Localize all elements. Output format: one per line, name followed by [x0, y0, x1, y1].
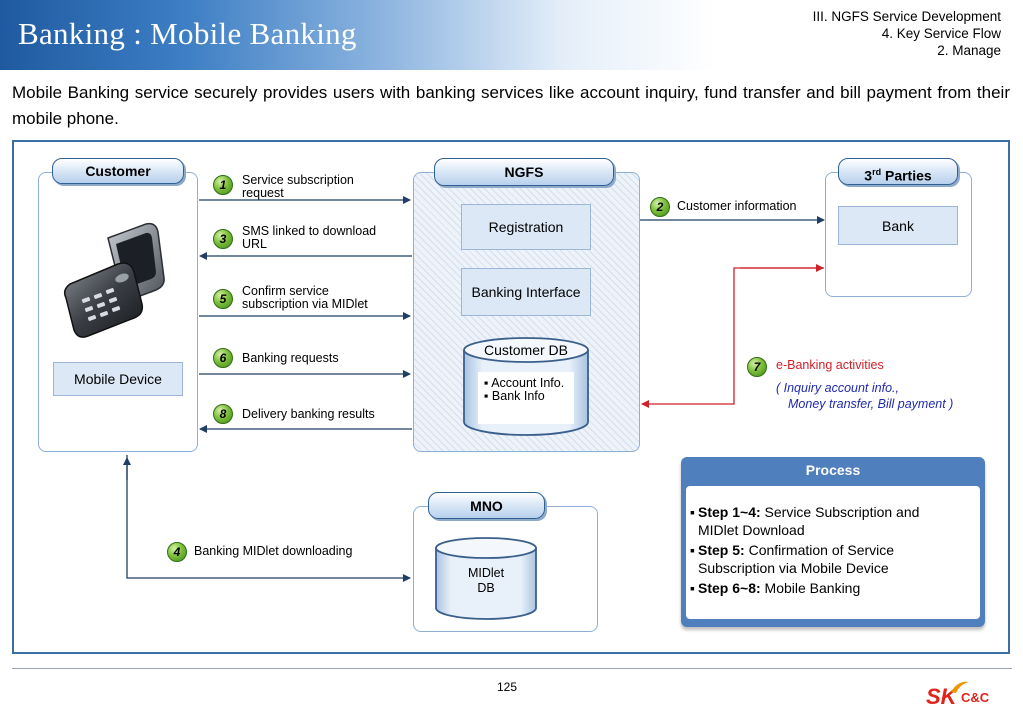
breadcrumb-level-3: 2. Manage — [937, 43, 1001, 58]
bank-box: Bank — [838, 206, 958, 245]
customer-title: Customer — [52, 158, 184, 184]
intro-paragraph: Mobile Banking service securely provides… — [12, 83, 1010, 128]
flow-label-8: Delivery banking results — [242, 407, 375, 421]
company-logo: SK — [926, 684, 957, 709]
arrow-4 — [126, 455, 411, 582]
customer-db-items: ▪ Account Info. ▪ Bank Info — [484, 377, 564, 403]
registration-box: Registration — [461, 204, 591, 250]
mobile-phone-icon — [63, 222, 165, 338]
step-badge-7: 7 — [747, 357, 767, 377]
ngfs-title: NGFS — [434, 158, 614, 186]
process-step-1: ▪Step 1~4: Service Subscription and MIDl… — [690, 504, 920, 538]
customer-db-item: ▪ Account Info. — [484, 376, 565, 390]
step-badge-8: 8 — [213, 404, 233, 424]
mno-title: MNO — [428, 492, 545, 519]
flow-label-2: Customer information — [677, 199, 797, 213]
step-badge-6: 6 — [213, 348, 233, 368]
logo-wing-icon — [951, 681, 969, 693]
breadcrumb-level-2: 4. Key Service Flow — [881, 26, 1001, 41]
breadcrumb: III. NGFS Service Development 4. Key Ser… — [813, 8, 1001, 59]
third-parties-title: 3rd Parties — [838, 158, 958, 185]
step-badge-1: 1 — [213, 175, 233, 195]
header-band — [0, 0, 1023, 70]
step-badge-2: 2 — [650, 197, 670, 217]
flow-label-5: Confirm service subscription via MIDlet — [242, 284, 368, 311]
diagram-frame — [12, 140, 1010, 654]
page-title: Banking : Mobile Banking — [18, 16, 357, 51]
footer-divider — [12, 668, 1012, 669]
process-steps: ▪Step 1~4: Service Subscription and MIDl… — [686, 486, 980, 619]
flow-label-6: Banking requests — [242, 351, 339, 365]
step-badge-3: 3 — [213, 229, 233, 249]
breadcrumb-level-1: III. NGFS Service Development — [812, 9, 1001, 24]
flow-label-7: e-Banking activities — [776, 358, 884, 372]
company-logo-cc: C&C — [961, 690, 990, 705]
step-badge-5: 5 — [213, 289, 233, 309]
process-step-2: ▪Step 5: Confirmation of Service Subscri… — [690, 542, 895, 576]
customer-db-item: ▪ Bank Info — [484, 389, 545, 403]
process-step-3: ▪Step 6~8: Mobile Banking — [690, 580, 861, 596]
process-title: Process — [805, 462, 861, 478]
page-number: 125 — [497, 680, 518, 694]
ebanking-detail: ( Inquiry account info., Money transfer,… — [776, 381, 954, 411]
midlet-db-label: MIDlet DB — [467, 566, 505, 595]
step-badge-4: 4 — [167, 542, 187, 562]
flow-label-1: Service subscription request — [242, 173, 354, 200]
banking-interface-box: Banking Interface — [461, 268, 591, 316]
mobile-device-box: Mobile Device — [53, 362, 183, 396]
customer-db-cylinder — [463, 337, 589, 436]
midlet-db-cylinder — [435, 537, 537, 620]
flow-label-3: SMS linked to download URL — [242, 224, 377, 251]
customer-db-title: Customer DB — [483, 342, 569, 358]
flow-label-4: Banking MIDlet downloading — [194, 544, 353, 558]
